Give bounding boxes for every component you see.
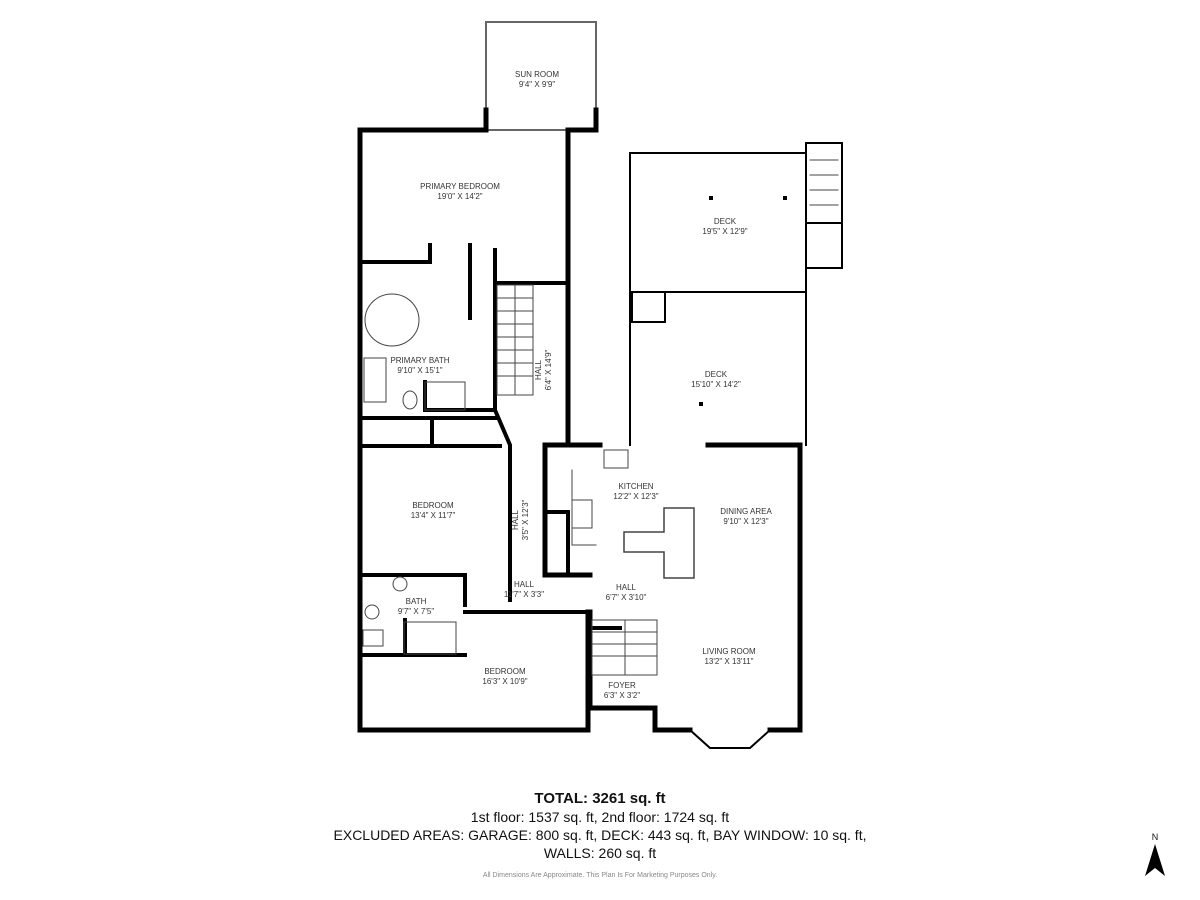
deck-outline — [629, 142, 843, 446]
stairs — [496, 159, 839, 676]
bay-window — [688, 728, 772, 749]
disclaimer: All Dimensions Are Approximate. This Pla… — [482, 872, 718, 879]
area-summary: TOTAL: 3261 sq. ft 1st floor: 1537 sq. f… — [0, 790, 1200, 862]
excluded-areas: EXCLUDED AREAS: GARAGE: 800 sq. ft, DECK… — [333, 827, 867, 843]
fixtures — [362, 293, 695, 655]
compass: N — [1140, 832, 1170, 883]
north-label: N — [1151, 832, 1159, 842]
total-area: TOTAL: 3261 sq. ft — [534, 790, 666, 807]
interior-walls — [358, 243, 622, 657]
walls-area: WALLS: 260 sq. ft — [543, 845, 657, 861]
floor-areas: 1st floor: 1537 sq. ft, 2nd floor: 1724 … — [470, 809, 730, 825]
north-arrow-icon — [1145, 844, 1165, 876]
exterior-walls — [357, 127, 803, 733]
sun-room-walls — [483, 21, 599, 133]
